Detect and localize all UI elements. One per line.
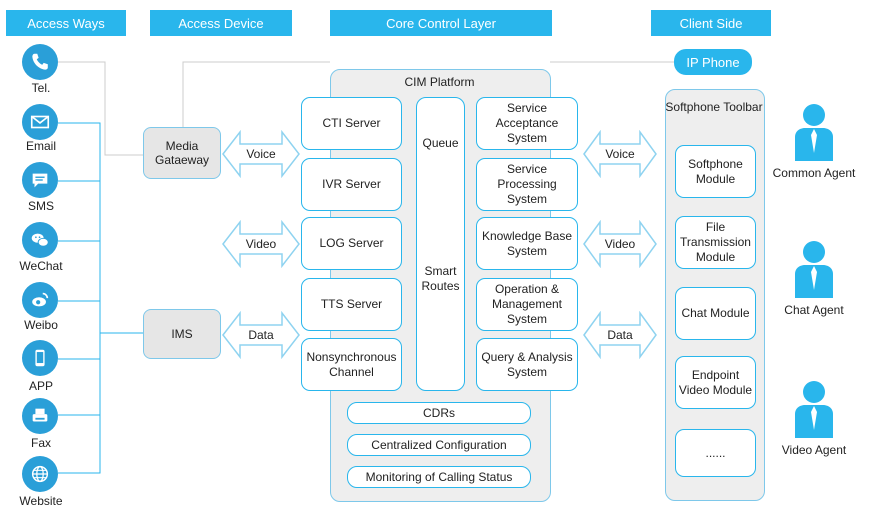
centralized-configuration-bar: Centralized Configuration xyxy=(347,434,531,456)
voice-arrow-right: Voice xyxy=(583,129,657,179)
softphone-toolbar-title: Softphone Toolbar xyxy=(665,100,763,114)
access-way-label-website: Website xyxy=(19,494,63,508)
media-gateway-box: Media Gataeway xyxy=(143,127,221,179)
cim-platform-title: CIM Platform xyxy=(404,75,475,89)
data-arrow-right-label: Data xyxy=(607,328,633,342)
access-way-label-email: Email xyxy=(25,139,56,153)
sms-icon xyxy=(22,162,58,198)
weibo-icon xyxy=(22,282,58,318)
access-way-label-tel: Tel. xyxy=(31,81,51,95)
service-processing-system-box: Service Processing System xyxy=(476,158,578,211)
monitoring-calling-status-bar: Monitoring of Calling Status xyxy=(347,466,531,488)
query-analysis-system-box: Query & Analysis System xyxy=(476,338,578,391)
endpoint-video-module-box: Endpoint Video Module xyxy=(675,356,756,409)
header-client-side: Client Side xyxy=(651,10,771,36)
access-way-label-wechat: WeChat xyxy=(19,259,63,273)
data-arrow-right: Data xyxy=(583,310,657,360)
ims-box: IMS xyxy=(143,309,221,359)
ivr-server-box: IVR Server xyxy=(301,158,402,211)
data-arrow-left: Data xyxy=(222,310,300,360)
email-icon xyxy=(22,104,58,140)
smart-routes-label: Smart Routes xyxy=(421,264,460,293)
cdrs-bar: CDRs xyxy=(347,402,531,424)
data-arrow-left-label: Data xyxy=(248,328,274,342)
header-core-control-layer: Core Control Layer xyxy=(330,10,552,36)
access-way-label-app: APP xyxy=(28,379,53,393)
ip-phone-pill: IP Phone xyxy=(674,49,752,75)
chat-agent-label: Chat Agent xyxy=(784,303,844,317)
queue-routes-box: Queue Smart Routes xyxy=(416,97,465,391)
video-arrow-left-label: Video xyxy=(245,237,277,251)
wechat-icon xyxy=(22,222,58,258)
access-way-label-sms: SMS xyxy=(27,199,54,213)
knowledge-base-system-box: Knowledge Base System xyxy=(476,217,578,270)
phone-icon xyxy=(22,44,58,80)
access-way-label-weibo: Weibo xyxy=(24,318,58,332)
header-access-device: Access Device xyxy=(150,10,292,36)
operation-management-system-box: Operation & Management System xyxy=(476,278,578,331)
common-agent-label: Common Agent xyxy=(772,166,856,180)
chat-agent: Chat Agent xyxy=(768,240,860,317)
video-agent: Video Agent xyxy=(768,380,860,457)
video-agent-label: Video Agent xyxy=(781,443,847,457)
queue-label: Queue xyxy=(422,136,459,150)
mobile-app-icon xyxy=(22,340,58,376)
person-icon xyxy=(795,104,833,161)
voice-arrow-right-label: Voice xyxy=(605,147,635,161)
chat-module-box: Chat Module xyxy=(675,287,756,340)
access-way-label-fax: Fax xyxy=(30,436,51,450)
video-arrow-left: Video xyxy=(222,219,300,269)
service-acceptance-system-box: Service Acceptance System xyxy=(476,97,578,150)
file-transmission-module-box: File Transmission Module xyxy=(675,216,756,269)
video-arrow-right-label: Video xyxy=(604,237,636,251)
nonsynchronous-channel-box: Nonsynchronous Channel xyxy=(301,338,402,391)
person-icon xyxy=(795,381,833,438)
common-agent: Common Agent xyxy=(768,103,860,180)
softphone-module-box: Softphone Module xyxy=(675,145,756,198)
fax-icon xyxy=(22,398,58,434)
cti-server-box: CTI Server xyxy=(301,97,402,150)
tts-server-box: TTS Server xyxy=(301,278,402,331)
voice-arrow-left-label: Voice xyxy=(246,147,276,161)
voice-arrow-left: Voice xyxy=(222,129,300,179)
more-modules-box: ...... xyxy=(675,429,756,477)
log-server-box: LOG Server xyxy=(301,217,402,270)
person-icon xyxy=(795,241,833,298)
header-access-ways: Access Ways xyxy=(6,10,126,36)
video-arrow-right: Video xyxy=(583,219,657,269)
globe-icon xyxy=(22,456,58,492)
